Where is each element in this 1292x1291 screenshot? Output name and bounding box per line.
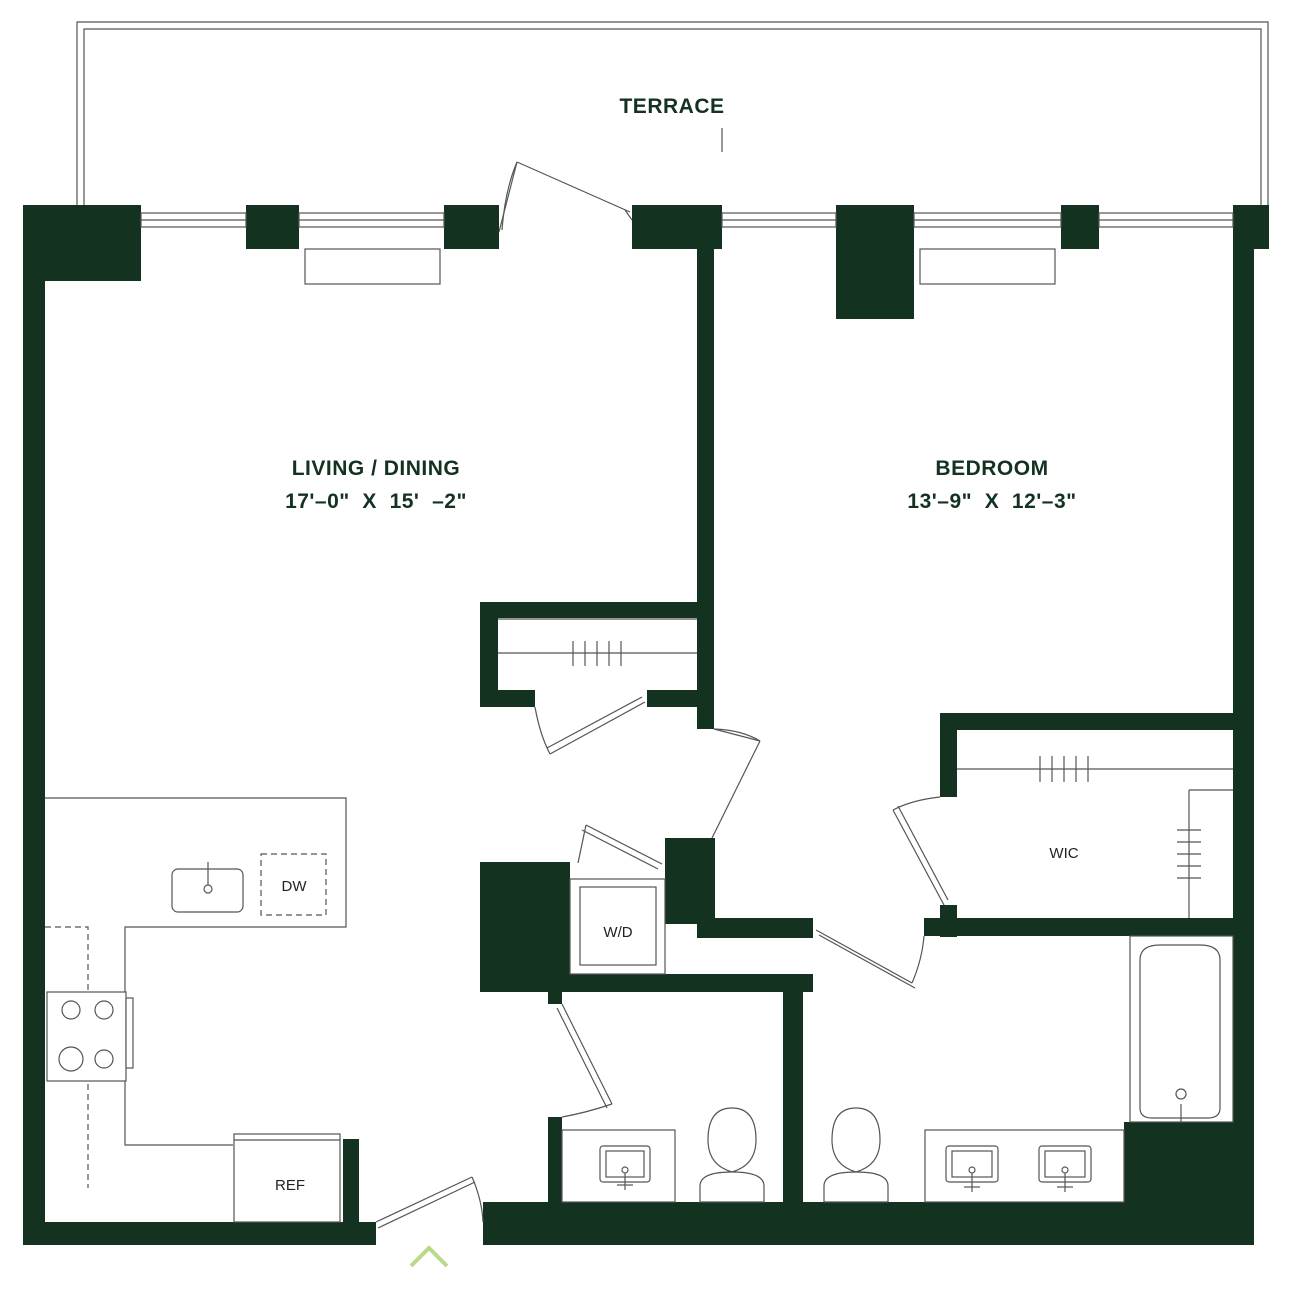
bathroom-1 xyxy=(561,1107,765,1203)
bedroom-dimensions: 13'–9" X 12'–3" xyxy=(907,490,1076,513)
dishwasher-label: DW xyxy=(282,878,308,895)
bathroom-2 xyxy=(823,935,1234,1203)
washer-dryer-label: W/D xyxy=(603,924,632,941)
wic-label: WIC xyxy=(1049,845,1078,862)
refrigerator xyxy=(233,1133,341,1223)
interior-walls xyxy=(343,249,1233,1222)
living-dining-label: LIVING / DINING xyxy=(292,457,461,480)
dishwasher xyxy=(260,853,327,916)
bathtub xyxy=(1129,935,1234,1123)
walk-in-closet-fixtures xyxy=(957,756,1233,918)
terrace xyxy=(76,21,1269,205)
bedroom-label: BEDROOM xyxy=(935,457,1048,480)
chevron-up-icon xyxy=(409,1245,449,1268)
living-dining-dimensions: 17'–0" X 15' –2" xyxy=(285,490,467,513)
kitchen xyxy=(45,797,347,1223)
doors xyxy=(375,161,949,1229)
terrace-label: TERRACE xyxy=(619,95,724,118)
exterior-walls xyxy=(23,205,1269,1245)
range xyxy=(46,991,134,1082)
refrigerator-label: REF xyxy=(275,1177,305,1194)
washer-dryer xyxy=(569,878,666,975)
hall-closet-rod xyxy=(498,618,697,666)
windows xyxy=(140,212,1234,285)
